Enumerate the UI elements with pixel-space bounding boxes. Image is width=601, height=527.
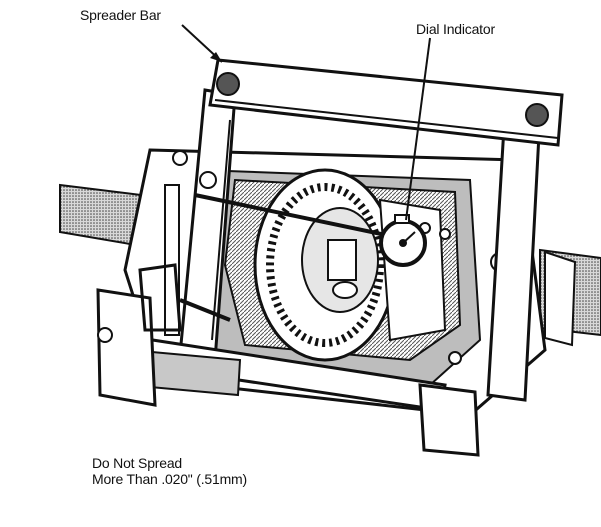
caption-line-2: More Than .020" (.51mm) [92, 471, 247, 487]
spreader-bar-label: Spreader Bar [80, 7, 161, 23]
spreader-foot-right [418, 383, 480, 457]
caption-line-1: Do Not Spread [92, 455, 183, 471]
dial-indicator-leader [405, 37, 431, 221]
spreader-bar [208, 58, 564, 147]
spreader-bar-arrowhead [210, 52, 222, 62]
spread-limit-caption: Do Not Spread More Than .020" (.51mm) [92, 455, 247, 487]
spreader-foot-left [96, 288, 157, 407]
differential-case [378, 198, 451, 342]
ring-gear [253, 168, 397, 362]
dial-indicator-gauge [379, 214, 427, 267]
dial-indicator-label: Dial Indicator [416, 21, 495, 37]
axle-tube-right [539, 248, 601, 347]
indicator-arm [138, 171, 401, 336]
